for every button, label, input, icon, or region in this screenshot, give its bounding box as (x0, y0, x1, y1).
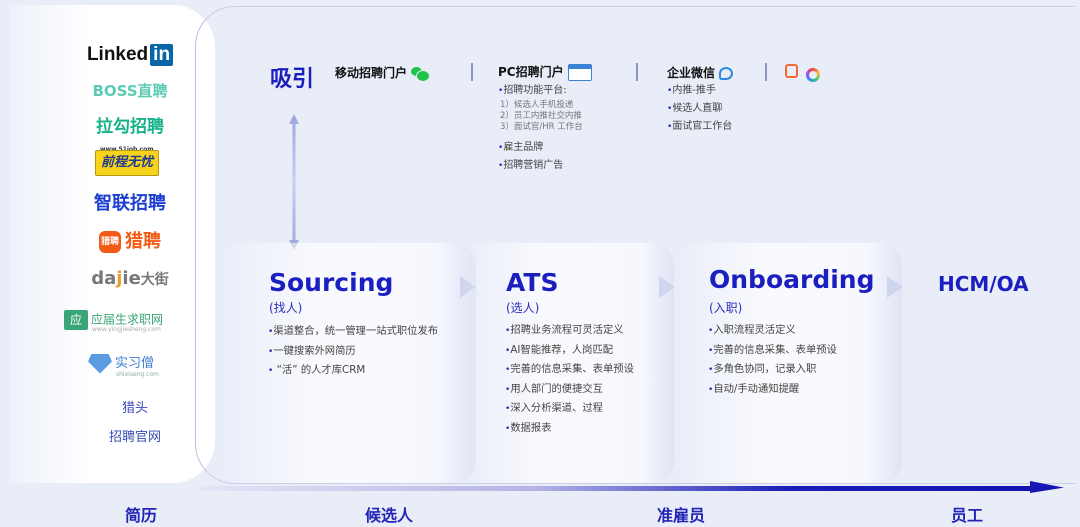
stage-title-ats: ATS (506, 268, 559, 297)
wxwork-title: 企业微信 (667, 64, 734, 81)
liepin-badge-icon: 猎聘 (99, 231, 121, 253)
logo-boss: BOSS直聘 (92, 82, 168, 100)
stage-list-sourcing: 渠道整合，统一管理一站式职位发布 一键搜索外网简历 “活” 的人才库CRM (268, 322, 438, 381)
timeline-label-candidate: 候选人 (365, 506, 414, 525)
pc-portal-title: PC招聘门户 (498, 63, 592, 81)
logo-zhilian: 智联招聘 (94, 193, 166, 214)
stage-sub-sourcing: (找人) (269, 301, 303, 315)
separator (471, 63, 473, 81)
timeline-label-employee: 员工 (951, 506, 984, 525)
logo-dajie: dajie大街 (91, 268, 169, 289)
stage-list-onboarding: 入职流程灵活定义 完善的信息采集、表单预设 多角色协同，记录入职 自动/手动通知… (708, 321, 837, 399)
separator (636, 63, 638, 81)
double-arrow-icon (289, 114, 299, 250)
timeline-label-resume: 简历 (125, 506, 158, 525)
timeline-axis (200, 486, 1040, 491)
ring-app-icon (806, 67, 820, 82)
yingjiesheng-badge-icon: 应 (64, 310, 88, 330)
logo-liepin: 猎聘猎聘 (99, 231, 161, 253)
stage-sub-onboarding: (入职) (709, 301, 743, 315)
logo-lagou: 拉勾招聘 (96, 117, 164, 137)
browser-window-icon (567, 64, 592, 81)
pc-portal-list: 招聘功能平台: 1）候选人手机投递 2）员工内推社交内推 3）面试官/HR 工作… (498, 82, 583, 175)
channel-headhunter: 猎头 (121, 401, 148, 416)
stage-sub-ats: (选人) (506, 301, 540, 315)
group-icon (785, 64, 798, 78)
wxwork-list: 内推-推手 候选人直聊 面试官工作台 (667, 82, 732, 136)
stage-title-hcm: HCM/OA (938, 272, 1029, 296)
mobile-portal-title: 移动招聘门户 (335, 64, 430, 81)
timeline-label-pre-hire: 准雇员 (657, 506, 706, 525)
channel-official-site: 招聘官网 (108, 430, 161, 445)
logo-51job: 前程无忧 (95, 150, 159, 176)
shixiseng-gem-icon (88, 353, 112, 374)
stage-list-ats: 招聘业务流程可灵活定义 AI智能推荐，人岗匹配 完善的信息采集、表单预设 用人部… (505, 321, 634, 438)
wechat-icon (411, 66, 430, 81)
stage-title-sourcing: Sourcing (269, 268, 394, 297)
stage-title-onboarding: Onboarding (709, 265, 875, 294)
wecom-icon (719, 67, 734, 80)
logo-51job-url: www.51job.com (100, 146, 154, 153)
attract-title: 吸引 (270, 67, 315, 92)
process-bracket (195, 6, 1075, 484)
separator (765, 63, 767, 81)
